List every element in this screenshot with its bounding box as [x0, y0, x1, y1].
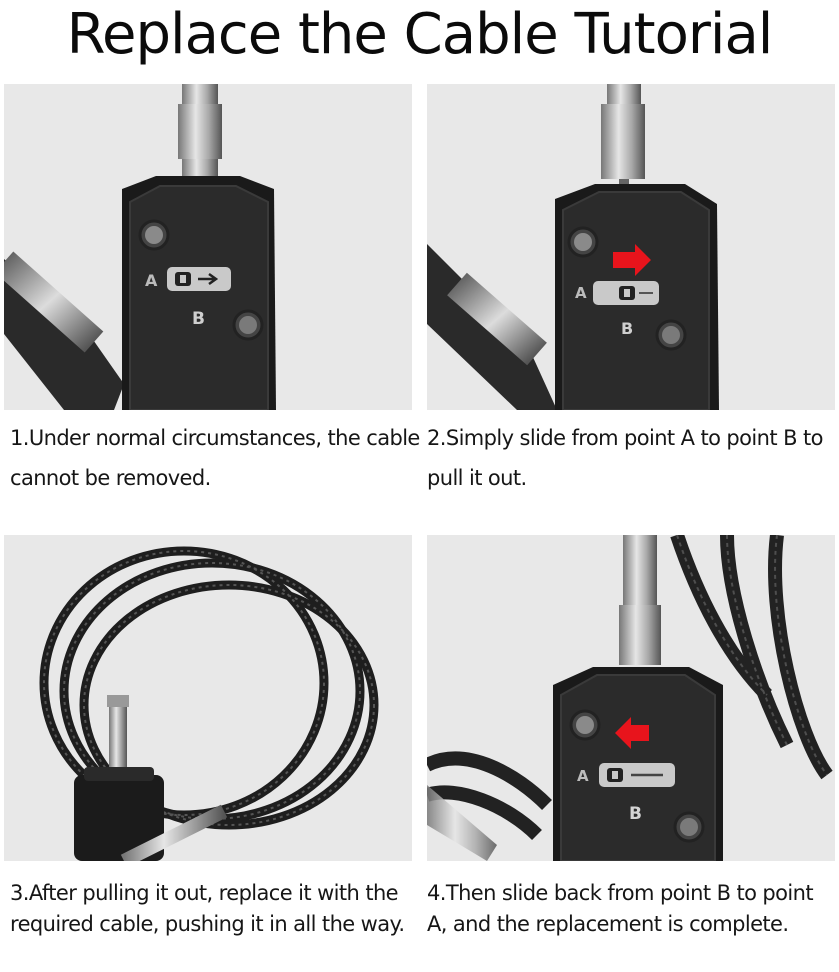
letter-b: B — [621, 319, 633, 338]
cable-coil-photo — [39, 546, 379, 861]
step-2-image: A B — [427, 84, 835, 410]
step-1-caption: 1.Under normal circumstances, the cable … — [10, 426, 420, 490]
lock-slide-open-photo: A B — [427, 84, 719, 410]
step-4-image: A B — [427, 535, 835, 861]
letter-b: B — [192, 309, 205, 329]
step-1-image: A B — [4, 84, 412, 410]
lock-slide-close-photo: A B — [427, 535, 833, 861]
arrow-right-icon — [613, 244, 651, 276]
step-4-caption: 4.Then slide back from point B to point … — [427, 881, 814, 936]
page-title: Replace the Cable Tutorial — [66, 2, 774, 67]
step-3-image — [4, 535, 412, 861]
letter-b: B — [629, 804, 642, 824]
step-2-caption: 2.Simply slide from point A to point B t… — [427, 426, 823, 490]
step-3-caption: 3.After pulling it out, replace it with … — [10, 881, 405, 936]
letter-a: A — [577, 767, 589, 785]
letter-a: A — [575, 284, 587, 302]
lock-closed-photo: A B — [4, 84, 276, 410]
arrow-left-icon — [615, 717, 649, 749]
letter-a: A — [145, 271, 158, 290]
